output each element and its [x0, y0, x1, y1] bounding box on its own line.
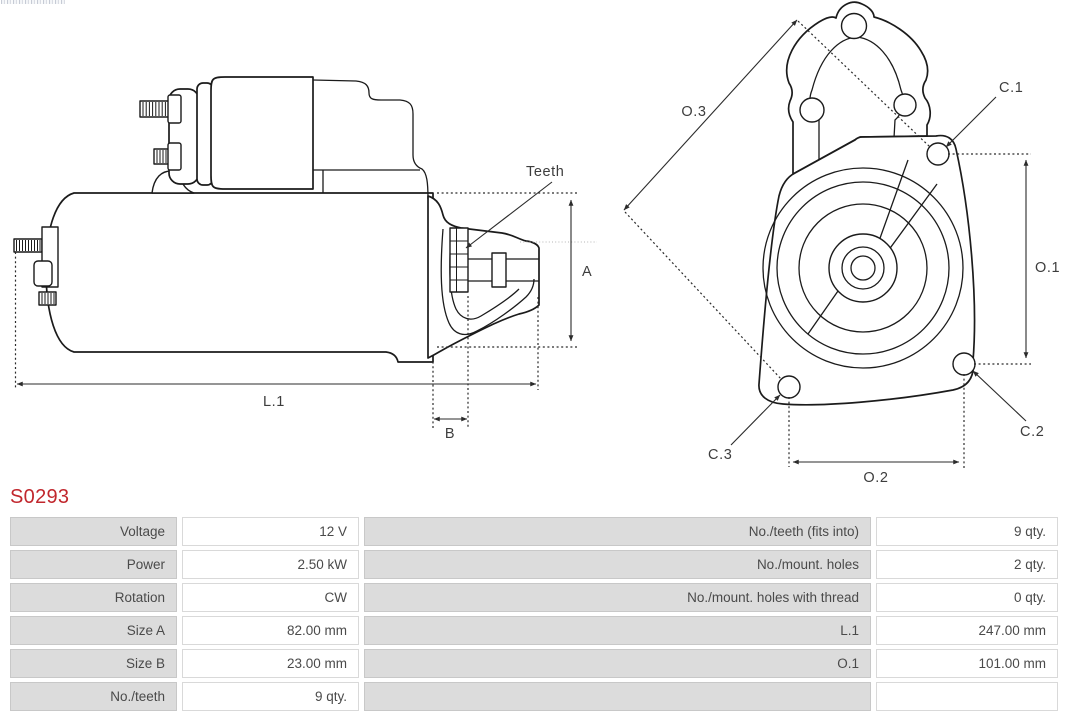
spec-label-rotation: Rotation	[10, 583, 177, 612]
spec-table: Voltage 12 V No./teeth (fits into) 9 qty…	[10, 517, 1058, 711]
spec-label-empty	[364, 682, 871, 711]
terminal-block	[33, 260, 53, 287]
hole-c1-leader	[945, 96, 997, 148]
barcode-strip-icon	[1, 0, 65, 4]
starter-front-view: O.3 C.1 O.1 O.2 C.2 C.3	[623, 1, 1060, 485]
part-number: S0293	[10, 486, 70, 508]
dimension-l1-label: L.1	[263, 394, 285, 410]
motor-body	[45, 192, 434, 363]
dimension-o3-arrow	[623, 19, 798, 211]
rear-housing	[312, 79, 429, 200]
extension-line-o3-c1	[797, 20, 931, 148]
spec-label-o1: O.1	[364, 649, 871, 678]
hub-circle-outer	[828, 233, 898, 303]
hole-c3-leader	[730, 394, 781, 446]
solenoid-nut-upper	[167, 94, 182, 124]
bell-inner-curve-outer	[440, 228, 535, 336]
spec-label-l1: L.1	[364, 616, 871, 645]
mounting-hole-c2	[952, 352, 976, 376]
spec-value-l1: 247.00 mm	[876, 616, 1058, 645]
mounting-hole-c1	[926, 142, 950, 166]
solenoid-stud-upper-threads	[142, 102, 166, 116]
spec-value-size-a: 82.00 mm	[182, 616, 359, 645]
teeth-leader-line	[465, 181, 553, 249]
dimension-a-label: A	[582, 264, 592, 280]
dimension-o2-label: O.2	[863, 470, 888, 485]
shaft-collar	[491, 252, 507, 288]
drive-end-bell	[427, 195, 540, 359]
spec-value-no-teeth: 9 qty.	[182, 682, 359, 711]
spec-value-mount-holes-thread: 0 qty.	[876, 583, 1058, 612]
mounting-hole-c3	[777, 375, 801, 399]
bracket-hole-left	[799, 97, 825, 123]
spec-value-empty	[876, 682, 1058, 711]
spec-label-mount-holes-thread: No./mount. holes with thread	[364, 583, 871, 612]
spec-label-mount-holes: No./mount. holes	[364, 550, 871, 579]
bracket-hole-top	[840, 12, 868, 40]
radial-line-lower	[807, 290, 839, 335]
body-circle-outer	[762, 167, 964, 369]
solenoid-stud-lower-threads	[156, 150, 167, 163]
spec-value-teeth-fits-into: 9 qty.	[876, 517, 1058, 546]
dimension-o1-label: O.1	[1035, 260, 1060, 276]
spec-value-power: 2.50 kW	[182, 550, 359, 579]
hub-circle-inner	[850, 255, 876, 281]
extension-line-o3-c3	[624, 211, 783, 381]
teeth-label: Teeth	[526, 164, 564, 180]
body-circle-inner	[798, 203, 928, 333]
solenoid-body	[210, 76, 314, 190]
spec-value-size-b: 23.00 mm	[182, 649, 359, 678]
hole-c2-label: C.2	[1020, 424, 1044, 440]
spec-value-o1: 101.00 mm	[876, 649, 1058, 678]
spec-label-power: Power	[10, 550, 177, 579]
radial-line-upper-a	[878, 159, 909, 242]
starter-side-view: A Teeth L.1 B	[13, 76, 597, 442]
spec-label-teeth-fits-into: No./teeth (fits into)	[364, 517, 871, 546]
hole-c2-leader	[972, 370, 1027, 422]
terminal-stud-left-threads	[16, 240, 41, 251]
spec-label-voltage: Voltage	[10, 517, 177, 546]
bracket-hole-right	[893, 93, 917, 117]
body-circle-middle	[776, 181, 950, 355]
solenoid-nut-lower	[167, 142, 182, 171]
spec-value-mount-holes: 2 qty.	[876, 550, 1058, 579]
spec-value-voltage: 12 V	[182, 517, 359, 546]
hub-circle-middle	[841, 246, 885, 290]
hole-c1-label: C.1	[999, 80, 1023, 96]
rear-housing-base	[313, 169, 420, 193]
spec-value-rotation: CW	[182, 583, 359, 612]
spec-label-size-a: Size A	[10, 616, 177, 645]
radial-line-upper-b	[887, 183, 938, 252]
terminal-stud-lower-threads	[41, 293, 55, 304]
spec-label-size-b: Size B	[10, 649, 177, 678]
hole-c3-label: C.3	[708, 447, 732, 463]
spec-label-no-teeth: No./teeth	[10, 682, 177, 711]
dimension-b-label: B	[445, 426, 455, 442]
technical-drawing: A Teeth L.1 B	[13, 1, 1060, 485]
dimension-o3-label: O.3	[681, 104, 706, 120]
pinion-teeth-lines	[450, 228, 468, 292]
pinion-gear	[449, 227, 469, 293]
